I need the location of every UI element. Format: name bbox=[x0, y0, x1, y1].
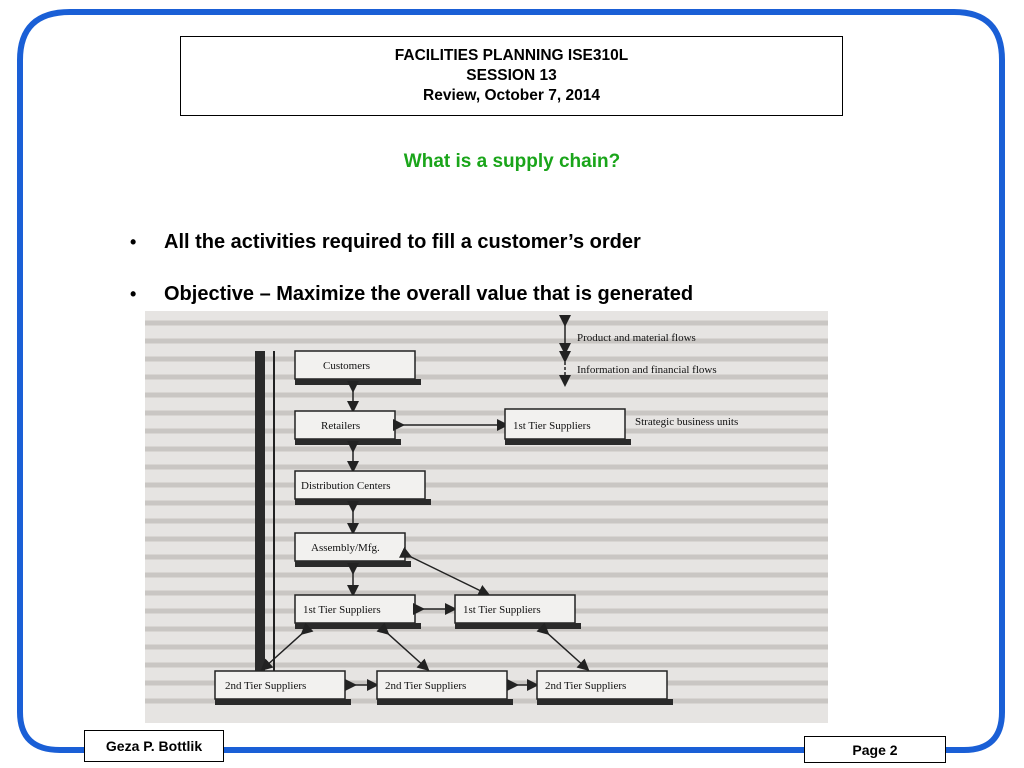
header-box: FACILITIES PLANNING ISE310L SESSION 13 R… bbox=[180, 36, 843, 116]
node-tier1-right-shadow bbox=[455, 623, 581, 629]
node-retailers: Retailers bbox=[321, 420, 360, 432]
node-tier1-top-box bbox=[504, 408, 626, 440]
node-tier2-left: 2nd Tier Suppliers bbox=[225, 680, 306, 692]
node-tier2-left-shadow bbox=[215, 699, 351, 705]
node-tier1-right: 1st Tier Suppliers bbox=[463, 604, 541, 616]
header-session: SESSION 13 bbox=[466, 67, 557, 84]
bullet-list: • All the activities required to fill a … bbox=[130, 228, 693, 332]
legend: Product and material flows Information a… bbox=[559, 315, 717, 387]
node-tier1-left-shadow bbox=[295, 623, 421, 629]
page-number: Page 2 bbox=[852, 741, 898, 758]
bullet-item: • All the activities required to fill a … bbox=[130, 228, 693, 280]
bullet-dot: • bbox=[130, 284, 137, 304]
node-tier2-right: 2nd Tier Suppliers bbox=[545, 680, 626, 692]
bullet-text: Objective – Maximize the overall value t… bbox=[164, 283, 694, 305]
author-box: Geza P. Bottlik bbox=[84, 730, 224, 762]
node-tier1-top: 1st Tier Suppliers bbox=[513, 420, 591, 432]
node-assembly-box bbox=[294, 532, 406, 562]
author-name: Geza P. Bottlik bbox=[105, 738, 203, 754]
node-tier2-mid: 2nd Tier Suppliers bbox=[385, 680, 466, 692]
node-tier2-mid-box bbox=[376, 670, 508, 700]
node-assembly-shadow bbox=[295, 561, 411, 567]
bullet-item: • Objective – Maximize the overall value… bbox=[130, 280, 693, 332]
arrow-assembly-tier1-right bbox=[398, 546, 491, 596]
node-distribution-box bbox=[294, 470, 426, 500]
node-retailers-box bbox=[294, 410, 396, 440]
slide-title: What is a supply chain? bbox=[403, 151, 621, 172]
scan-background bbox=[145, 311, 828, 723]
bullet-dot: • bbox=[130, 232, 137, 252]
header-date: Review, October 7, 2014 bbox=[423, 87, 600, 104]
legend-product-flows: Product and material flows bbox=[577, 332, 696, 344]
bullet-text: All the activities required to fill a cu… bbox=[164, 231, 641, 253]
node-tier1-top-shadow bbox=[505, 439, 631, 445]
node-tier1-left: 1st Tier Suppliers bbox=[303, 604, 381, 616]
node-assembly: Assembly/Mfg. bbox=[311, 542, 380, 554]
arrow-tier1-left-tier2-left bbox=[260, 622, 314, 672]
node-retailers-shadow bbox=[295, 439, 401, 445]
header-course: FACILITIES PLANNING ISE310L bbox=[394, 47, 629, 64]
node-customers: Customers bbox=[323, 360, 370, 372]
supply-chain-diagram: Product and material flows Information a… bbox=[145, 311, 828, 723]
legend-info-flows: Information and financial flows bbox=[577, 364, 717, 376]
node-tier2-right-shadow bbox=[537, 699, 673, 705]
node-tier2-mid-shadow bbox=[377, 699, 513, 705]
backbone-bar bbox=[255, 351, 265, 691]
page-number-box: Page 2 bbox=[804, 736, 946, 763]
node-customers-shadow bbox=[295, 379, 421, 385]
arrow-tier1-right-tier2-right bbox=[536, 622, 590, 672]
arrow-tier1-left-tier2-mid bbox=[376, 622, 430, 672]
node-distribution-shadow bbox=[295, 499, 431, 505]
strategic-units-label: Strategic business units bbox=[635, 416, 738, 428]
node-distribution: Distribution Centers bbox=[301, 480, 391, 492]
node-customers-box bbox=[294, 350, 416, 380]
node-tier2-right-box bbox=[536, 670, 668, 700]
